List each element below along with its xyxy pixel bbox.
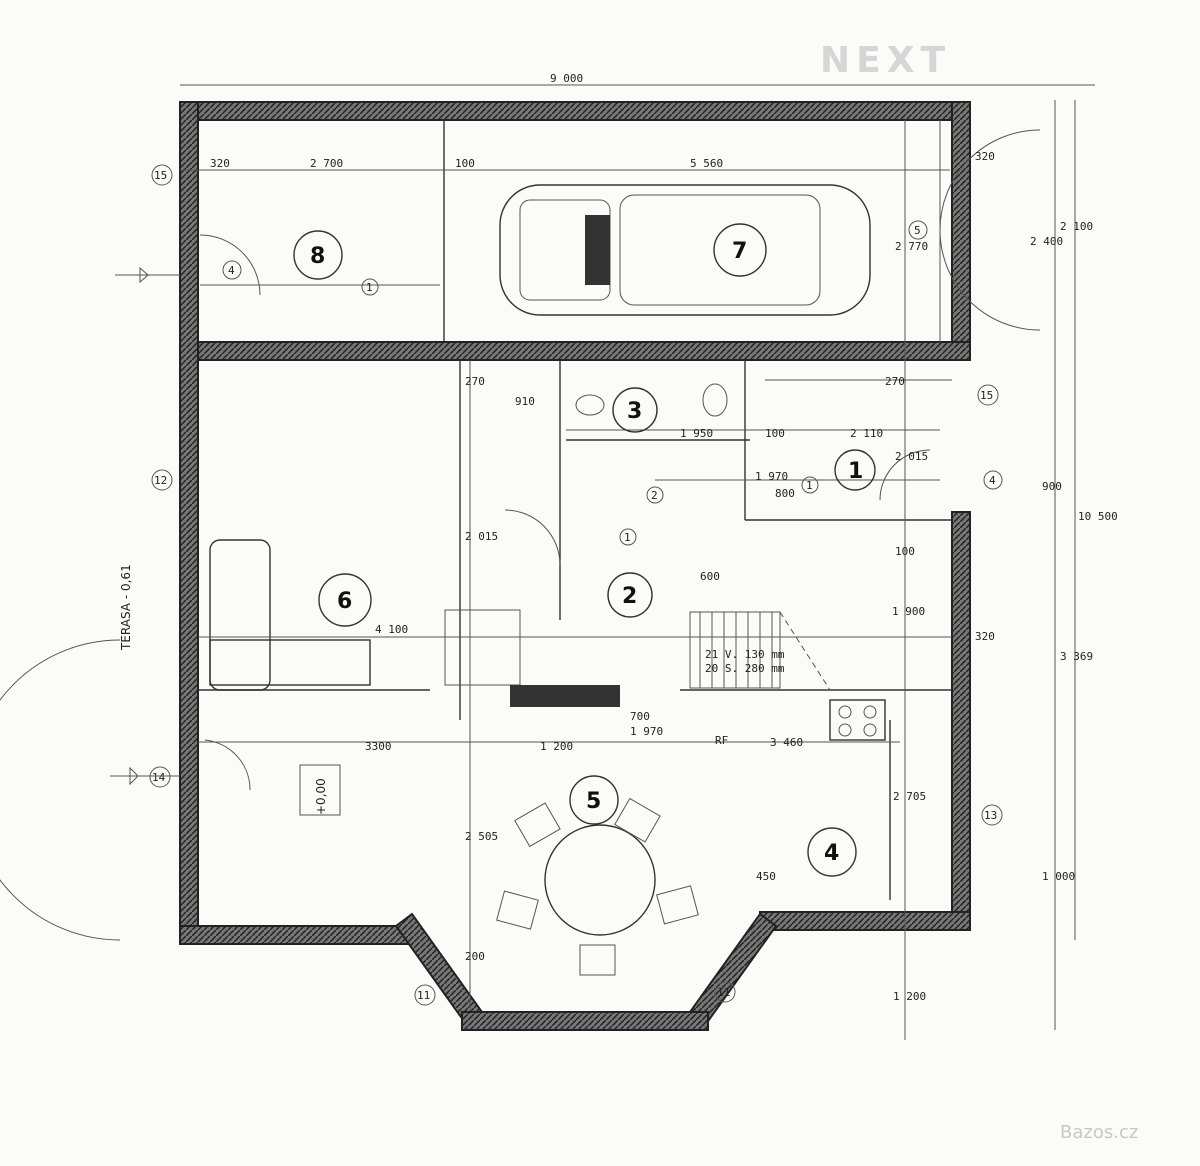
marker-13a: 13 (984, 809, 997, 822)
section-markers: 1 1 1 2 4 4 5 11 11 12 13 14 15 15 (149, 164, 1003, 1006)
dim-320a: 320 (210, 157, 230, 170)
marker-4b: 4 (989, 474, 996, 487)
floor-level: +0,00 (314, 778, 328, 815)
dim-900: 900 (1042, 480, 1062, 493)
stairs-run: 20 S. 280 mm (705, 662, 785, 675)
dim-3369: 3 369 (1060, 650, 1093, 663)
dim-1970: 1 970 (755, 470, 788, 483)
dim-600: 600 (700, 570, 720, 583)
terrace-label: TERASA - 0,61 (119, 564, 133, 651)
dim-2110: 2 110 (850, 427, 883, 440)
dim-2015: 2 015 (895, 450, 928, 463)
marker-14: 14 (152, 771, 166, 784)
marker-11b: 11 (717, 986, 730, 999)
marker-1a: 1 (366, 281, 373, 294)
dim-1900: 1 900 (892, 605, 925, 618)
dim-1000: 1 000 (1042, 870, 1075, 883)
car-drawing (499, 184, 871, 316)
dim-3300: 3300 (365, 740, 392, 753)
room-7: 7 (732, 239, 747, 264)
marker-11a: 11 (417, 989, 430, 1002)
room-2: 2 (622, 584, 637, 609)
room-1: 1 (848, 459, 863, 484)
dim-2400: 2 400 (1030, 235, 1063, 248)
dim-1970b: 1 970 (630, 725, 663, 738)
stairs (689, 611, 831, 691)
dim-1200a: 1 200 (540, 740, 573, 753)
dim-700: 700 (630, 710, 650, 723)
dim-320c: 320 (975, 630, 995, 643)
room-4: 4 (824, 841, 839, 866)
dim-3460: 3 460 (770, 736, 803, 749)
marker-4a: 4 (228, 264, 235, 277)
dimension-lines (180, 84, 1095, 1040)
watermark-brand: NEXT (820, 40, 951, 81)
room-labels: 1 2 3 4 5 6 7 8 (293, 223, 876, 877)
dim-top-total: 9 000 (550, 72, 583, 85)
exterior-walls (179, 101, 971, 1031)
dim-2505: 2 505 (465, 830, 498, 843)
dim-2705: 2 705 (893, 790, 926, 803)
marker-2: 2 (651, 489, 658, 502)
dim-10500: 10 500 (1078, 510, 1118, 523)
dim-910: 910 (515, 395, 535, 408)
dim-100a: 100 (455, 157, 475, 170)
room-6: 6 (337, 589, 352, 614)
entrance-arrows (110, 266, 180, 786)
stairs-rise: 21 V. 130 mm (705, 648, 785, 661)
marker-12: 12 (154, 474, 167, 487)
marker-15a: 15 (154, 169, 167, 182)
marker-5: 5 (914, 224, 921, 237)
room-5: 5 (586, 789, 601, 814)
dim-r7-width: 5 560 (690, 157, 723, 170)
dim-800: 800 (775, 487, 795, 500)
dim-270b: 270 (885, 375, 905, 388)
dim-4100: 4 100 (375, 623, 408, 636)
dim-320b: 320 (975, 150, 995, 163)
dim-1950: 1 950 (680, 427, 713, 440)
marker-1b: 1 (624, 531, 631, 544)
watermark-site: Bazos.cz (1060, 1122, 1138, 1143)
dim-270a: 270 (465, 375, 485, 388)
interior-walls (198, 120, 952, 900)
dim-2015b: 2 015 (465, 530, 498, 543)
room-8: 8 (310, 244, 325, 269)
dim-200: 200 (465, 950, 485, 963)
dim-450: 450 (756, 870, 776, 883)
dim-100b: 100 (765, 427, 785, 440)
dim-r8-width: 2 700 (310, 157, 343, 170)
dim-1200b: 1 200 (893, 990, 926, 1003)
marker-15b: 15 (980, 389, 993, 402)
dim-2770: 2 770 (895, 240, 928, 253)
dim-100c: 100 (895, 545, 915, 558)
doors (0, 129, 1041, 941)
room-3: 3 (627, 399, 642, 424)
dim-2100: 2 100 (1060, 220, 1093, 233)
fixtures (209, 383, 886, 741)
marker-1c: 1 (806, 479, 813, 492)
dining-table (496, 797, 699, 976)
rf-label: RF (715, 734, 728, 747)
dimension-texts: 9 000 2 700 5 560 320 100 320 2 770 2 10… (210, 72, 1118, 1003)
